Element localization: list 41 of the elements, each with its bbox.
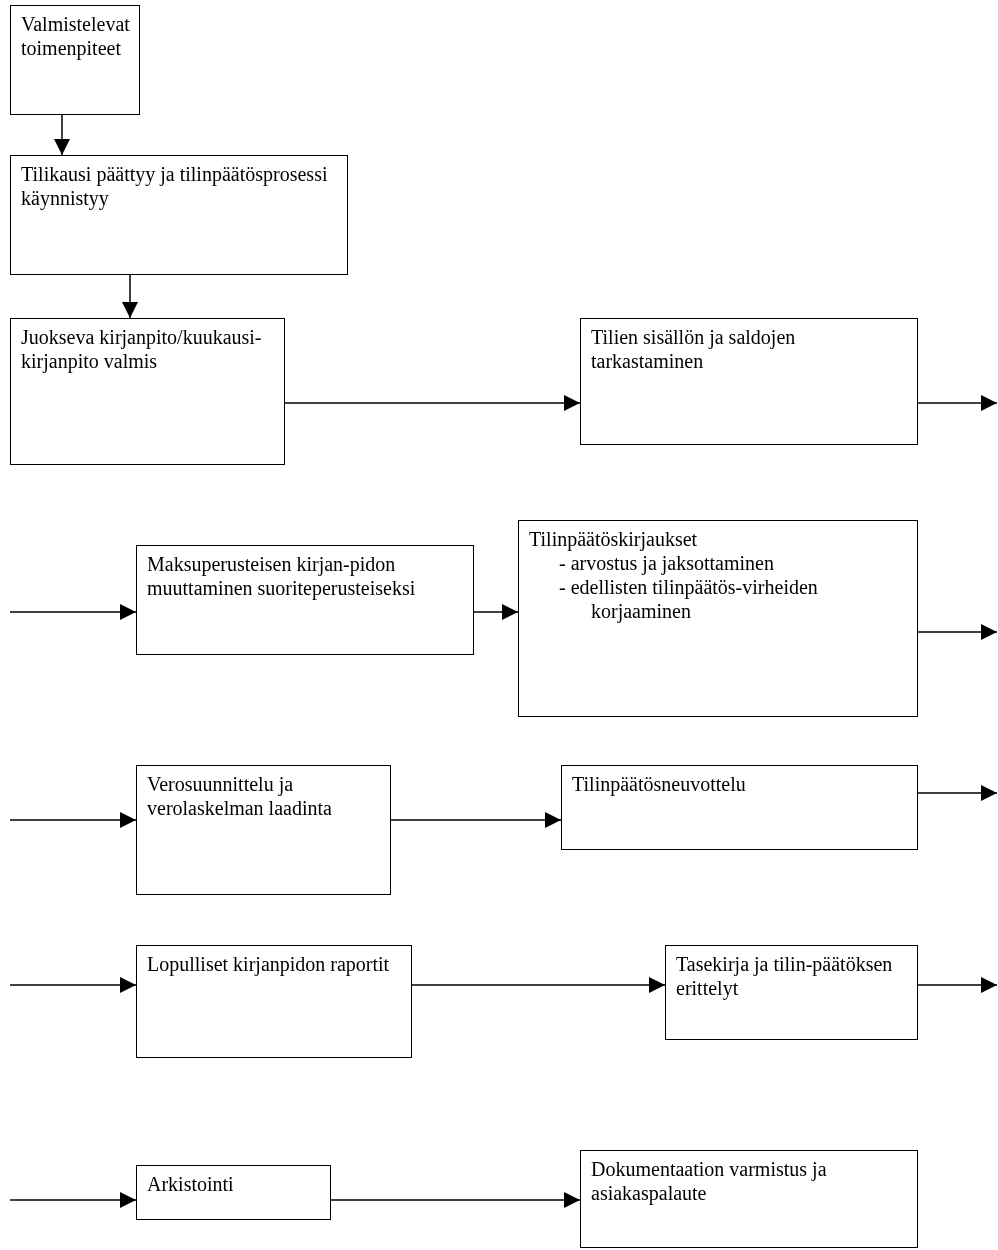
box-label: Dokumentaation varmistus ja asiakaspalaute — [591, 1157, 828, 1205]
list-item: - edellisten tilinpäätös-virheiden korjaaminen — [558, 575, 819, 623]
box-label: Tilien sisällön ja saldojen tarkastaminen — [591, 325, 797, 373]
process-box — [518, 520, 918, 717]
arrow — [9, 1192, 137, 1208]
arrow — [9, 977, 137, 993]
box-label: Lopulliset kirjanpidon raportit — [147, 952, 391, 976]
box-label: Tilinpäätöskirjaukset — [529, 527, 699, 551]
arrow — [9, 604, 137, 620]
arrow — [473, 604, 519, 620]
arrow — [122, 274, 138, 319]
process-box — [136, 765, 391, 895]
arrow — [917, 624, 998, 640]
process-box — [10, 5, 140, 115]
process-box — [136, 545, 474, 655]
process-box — [136, 1165, 331, 1220]
process-box — [136, 945, 412, 1058]
arrow — [917, 785, 998, 801]
process-box — [580, 1150, 918, 1248]
box-label: Maksuperusteisen kirjan-pidon muuttaminen suoriteperusteiseksi — [147, 552, 417, 600]
box-label: Juokseva kirjanpito/kuukausi-kirjanpito valmis — [21, 325, 263, 373]
arrow — [284, 395, 581, 411]
process-box — [580, 318, 918, 445]
box-label: Tasekirja ja tilin-päätöksen erittelyt — [676, 952, 894, 1000]
process-box — [10, 155, 348, 275]
process-box — [10, 318, 285, 465]
arrow — [390, 812, 562, 828]
process-box — [561, 765, 918, 850]
arrow — [411, 977, 666, 993]
box-label: Valmistelevat toimenpiteet — [21, 12, 129, 60]
arrow — [917, 395, 998, 411]
box-label: Arkistointi — [147, 1172, 235, 1196]
arrow — [917, 977, 998, 993]
box-label: Tilinpäätösneuvottelu — [572, 772, 747, 796]
arrow — [54, 114, 70, 156]
process-box — [665, 945, 918, 1040]
box-label: Verosuunnittelu ja verolaskelman laadinta — [147, 772, 333, 820]
arrow — [330, 1192, 581, 1208]
arrow — [9, 812, 137, 828]
list-item: - arvostus ja jaksottaminen — [558, 551, 775, 575]
box-label: Tilikausi päättyy ja tilinpäätösprosessi käynnistyy — [21, 162, 329, 210]
